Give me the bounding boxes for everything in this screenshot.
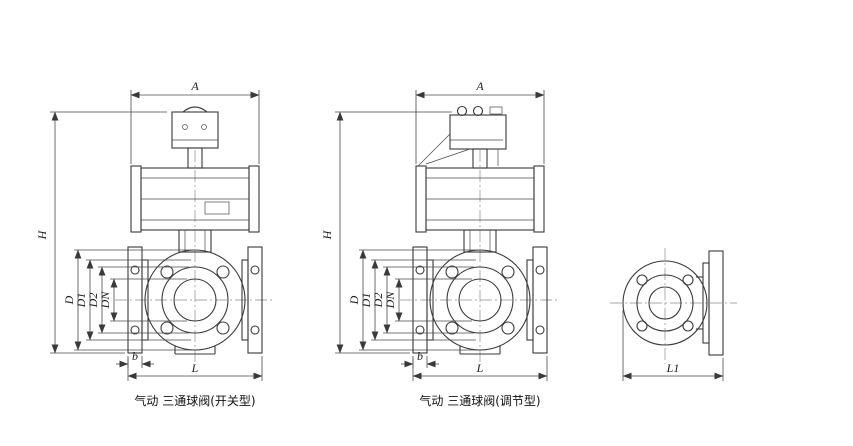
- dim-label-d1-middle: D1: [359, 293, 373, 309]
- pressure-gauge: [472, 105, 484, 117]
- dim-label-d1-left: D1: [74, 293, 88, 309]
- positioner-box: [417, 105, 507, 169]
- dim-label-d-middle: D: [347, 295, 361, 305]
- dimension-lines-switch-type: [50, 90, 262, 381]
- side-flange-bore: [648, 286, 682, 320]
- dim-label-d2-middle: D2: [371, 293, 385, 309]
- bolt-hole: [682, 320, 694, 332]
- bolt-hole: [636, 274, 648, 286]
- dim-label-b-left: b: [132, 349, 138, 363]
- dim-label-h-left: H: [35, 229, 49, 240]
- bolt-hole: [682, 274, 694, 286]
- air-tube: [425, 148, 471, 165]
- view-regulating-type: A H D D1 D2 DN b L 气动 三通球阀(调节型): [320, 79, 561, 408]
- dim-label-dn-left: DN: [98, 291, 112, 310]
- view-switch-type: A H D D1 D2 DN b L 气动 三通球阀(开关型): [35, 79, 276, 408]
- dim-label-b-middle: b: [417, 349, 423, 363]
- solenoid-valve: [204, 201, 230, 215]
- dim-label-l-left: L: [191, 361, 199, 375]
- dimension-lines-side: [622, 310, 724, 381]
- bolt-hole: [636, 320, 648, 332]
- pressure-gauge: [456, 105, 468, 117]
- dim-label-dn-middle: DN: [383, 291, 397, 310]
- valve-body-switch-type: [114, 149, 276, 363]
- dim-label-h-middle: H: [320, 229, 334, 240]
- dimension-lines-regulating-type: [335, 90, 547, 381]
- dim-label-a-middle: A: [475, 79, 484, 93]
- dim-label-d-left: D: [62, 295, 76, 305]
- side-flange-outer-circle: [622, 260, 708, 346]
- dim-label-l1: L1: [666, 361, 680, 375]
- caption-switch-type: 气动 三通球阀(开关型): [134, 393, 255, 408]
- view-side: L1: [610, 248, 737, 381]
- caption-regulating-type: 气动 三通球阀(调节型): [419, 393, 540, 408]
- valve-body-regulating-type: [399, 149, 561, 363]
- limit-switch-box: [171, 106, 230, 215]
- dim-label-d2-left: D2: [86, 293, 100, 309]
- dim-label-a-left: A: [190, 79, 199, 93]
- dim-label-l-middle: L: [476, 361, 484, 375]
- side-flange-raised-face: [636, 274, 694, 332]
- air-filter: [489, 106, 503, 115]
- air-tube: [417, 133, 451, 167]
